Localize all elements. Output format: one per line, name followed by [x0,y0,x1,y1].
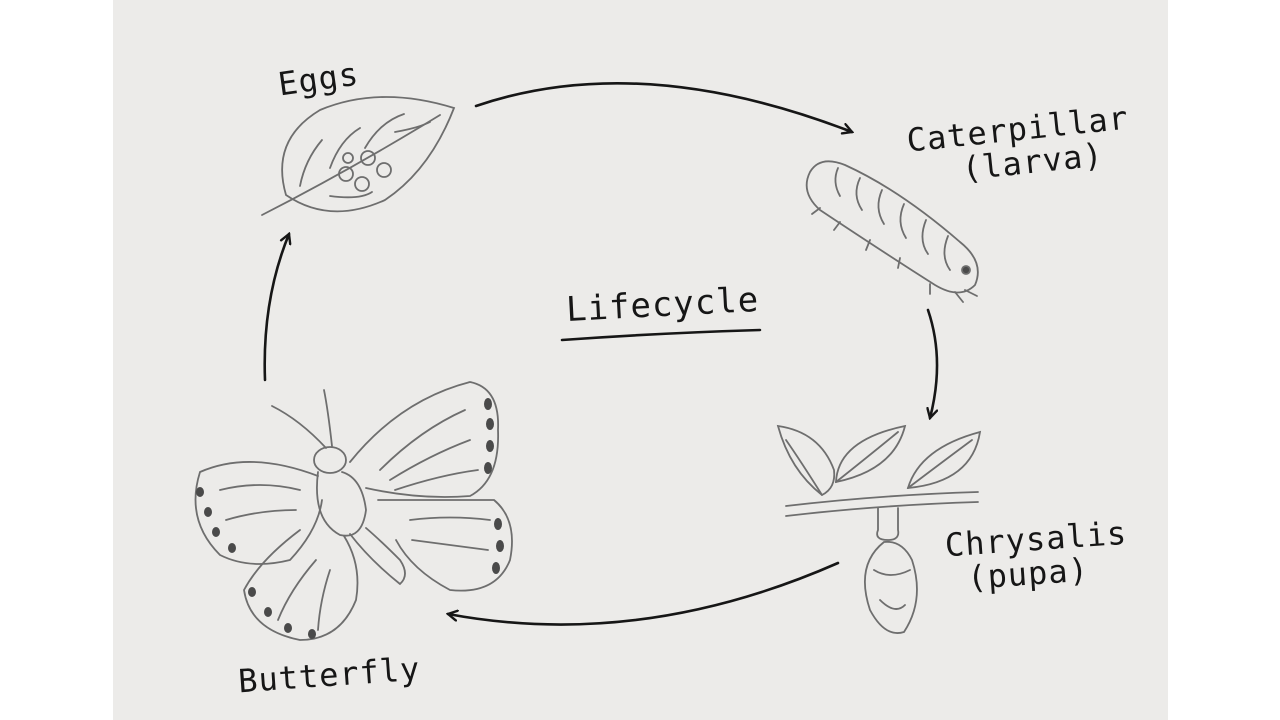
arrow-chrysalis-to-butterfly [448,561,840,626]
butterfly-icon [194,381,513,641]
arrow-caterpillar-to-chrysalis [928,308,939,418]
arrow-eggs-to-caterpillar [474,81,852,132]
stage-label-chrysalis: Chrysalis (pupa) [944,514,1131,597]
wing-spots [196,398,504,639]
arrow-butterfly-to-eggs [263,234,289,382]
diagram-title: Lifecycle [565,280,760,330]
caterpillar-icon [805,160,979,303]
chrysalis-icon [776,424,982,634]
leaf-with-eggs-icon [261,96,456,216]
title-underline [560,328,762,342]
paper-sheet [113,0,1168,720]
